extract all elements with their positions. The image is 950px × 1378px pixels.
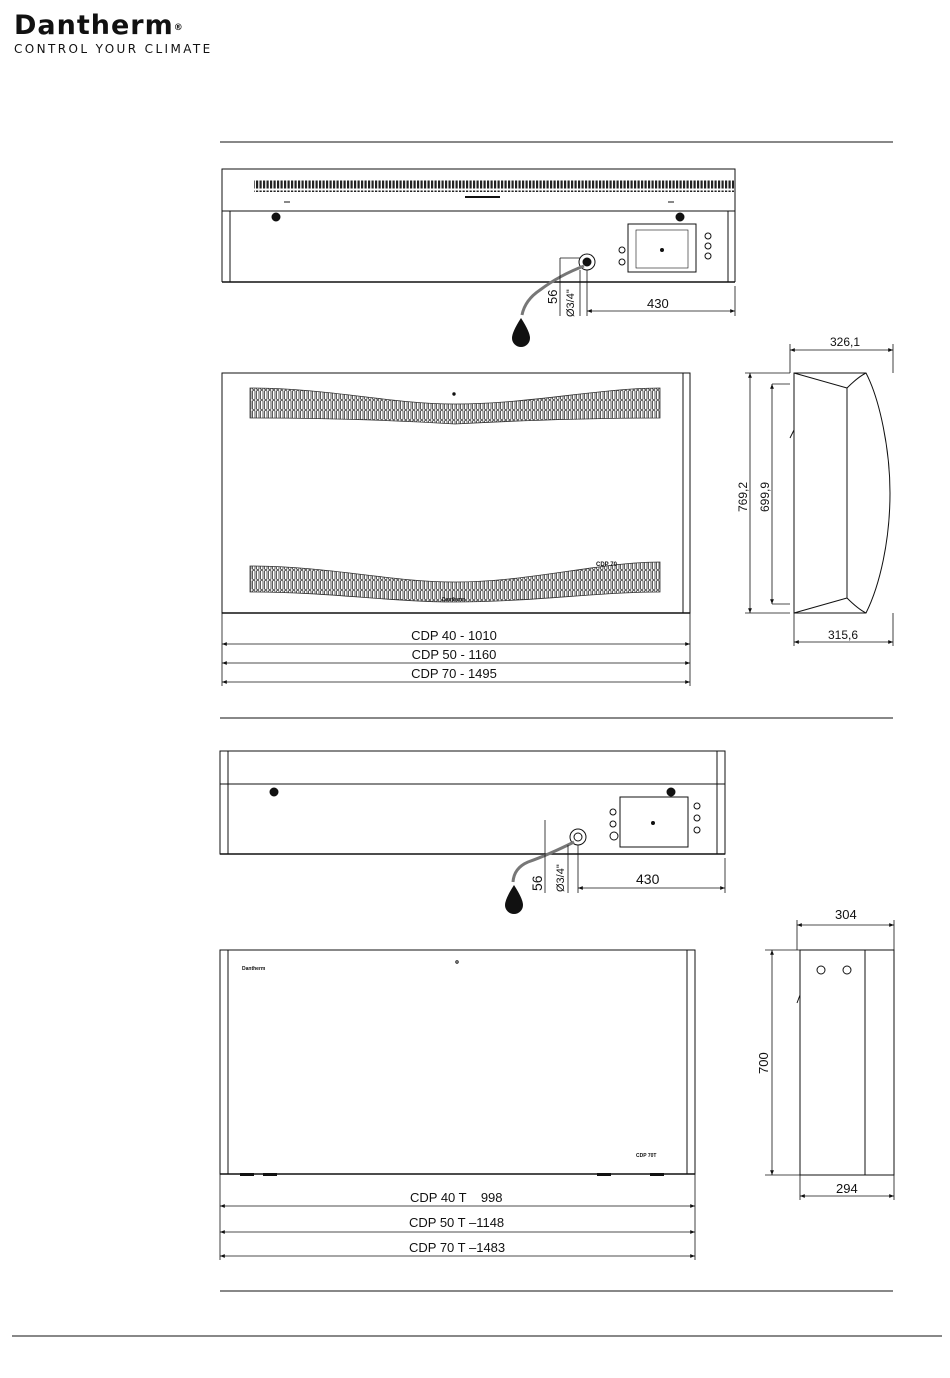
width-label-cdp50: CDP 50 - 1160	[412, 647, 497, 662]
unit2-top-view	[220, 751, 725, 854]
width-label-cdp70t: CDP 70 T –1483	[409, 1240, 505, 1255]
width-label-cdp40: CDP 40 - 1010	[411, 628, 497, 643]
drop-icon	[512, 318, 530, 347]
front-logo-label: Dantherm	[242, 966, 266, 972]
front-logo-label: Dantherm	[442, 597, 466, 603]
drain-height-label: 56	[545, 290, 560, 304]
unit2-side-view	[797, 950, 894, 1175]
drain-height-label: 56	[529, 875, 545, 891]
height-inner-label: 699,9	[758, 482, 772, 512]
unit2-front-view	[220, 950, 695, 1176]
depth-top-label: 304	[835, 907, 857, 922]
unit2-drain-dimensions	[545, 820, 725, 893]
drain-offset-label: 430	[636, 871, 660, 887]
drain-offset-label: 430	[647, 296, 669, 311]
depth-top-label: 326,1	[830, 335, 860, 349]
lower-air-grille	[250, 562, 660, 602]
unit1-top-view	[222, 169, 735, 282]
depth-bottom-label: 315,6	[828, 628, 858, 642]
height-outer-label: 769,2	[736, 482, 750, 512]
width-label-cdp50t: CDP 50 T –1148	[409, 1215, 504, 1230]
drop-icon	[505, 885, 523, 914]
drain-diameter-label: Ø3/4"	[565, 289, 577, 317]
model-plate-label: CDP 70T	[636, 1153, 656, 1159]
width-label-cdp70: CDP 70 - 1495	[411, 666, 497, 681]
depth-bottom-label: 294	[836, 1181, 858, 1196]
drain-diameter-label: Ø3/4"	[555, 864, 567, 892]
unit2-side-dimensions	[765, 920, 894, 1200]
width-label-cdp40t: CDP 40 T 998	[410, 1190, 503, 1205]
height-label: 700	[756, 1052, 771, 1074]
unit1-side-view	[790, 373, 890, 613]
model-plate-label: CDP 70	[596, 562, 618, 568]
